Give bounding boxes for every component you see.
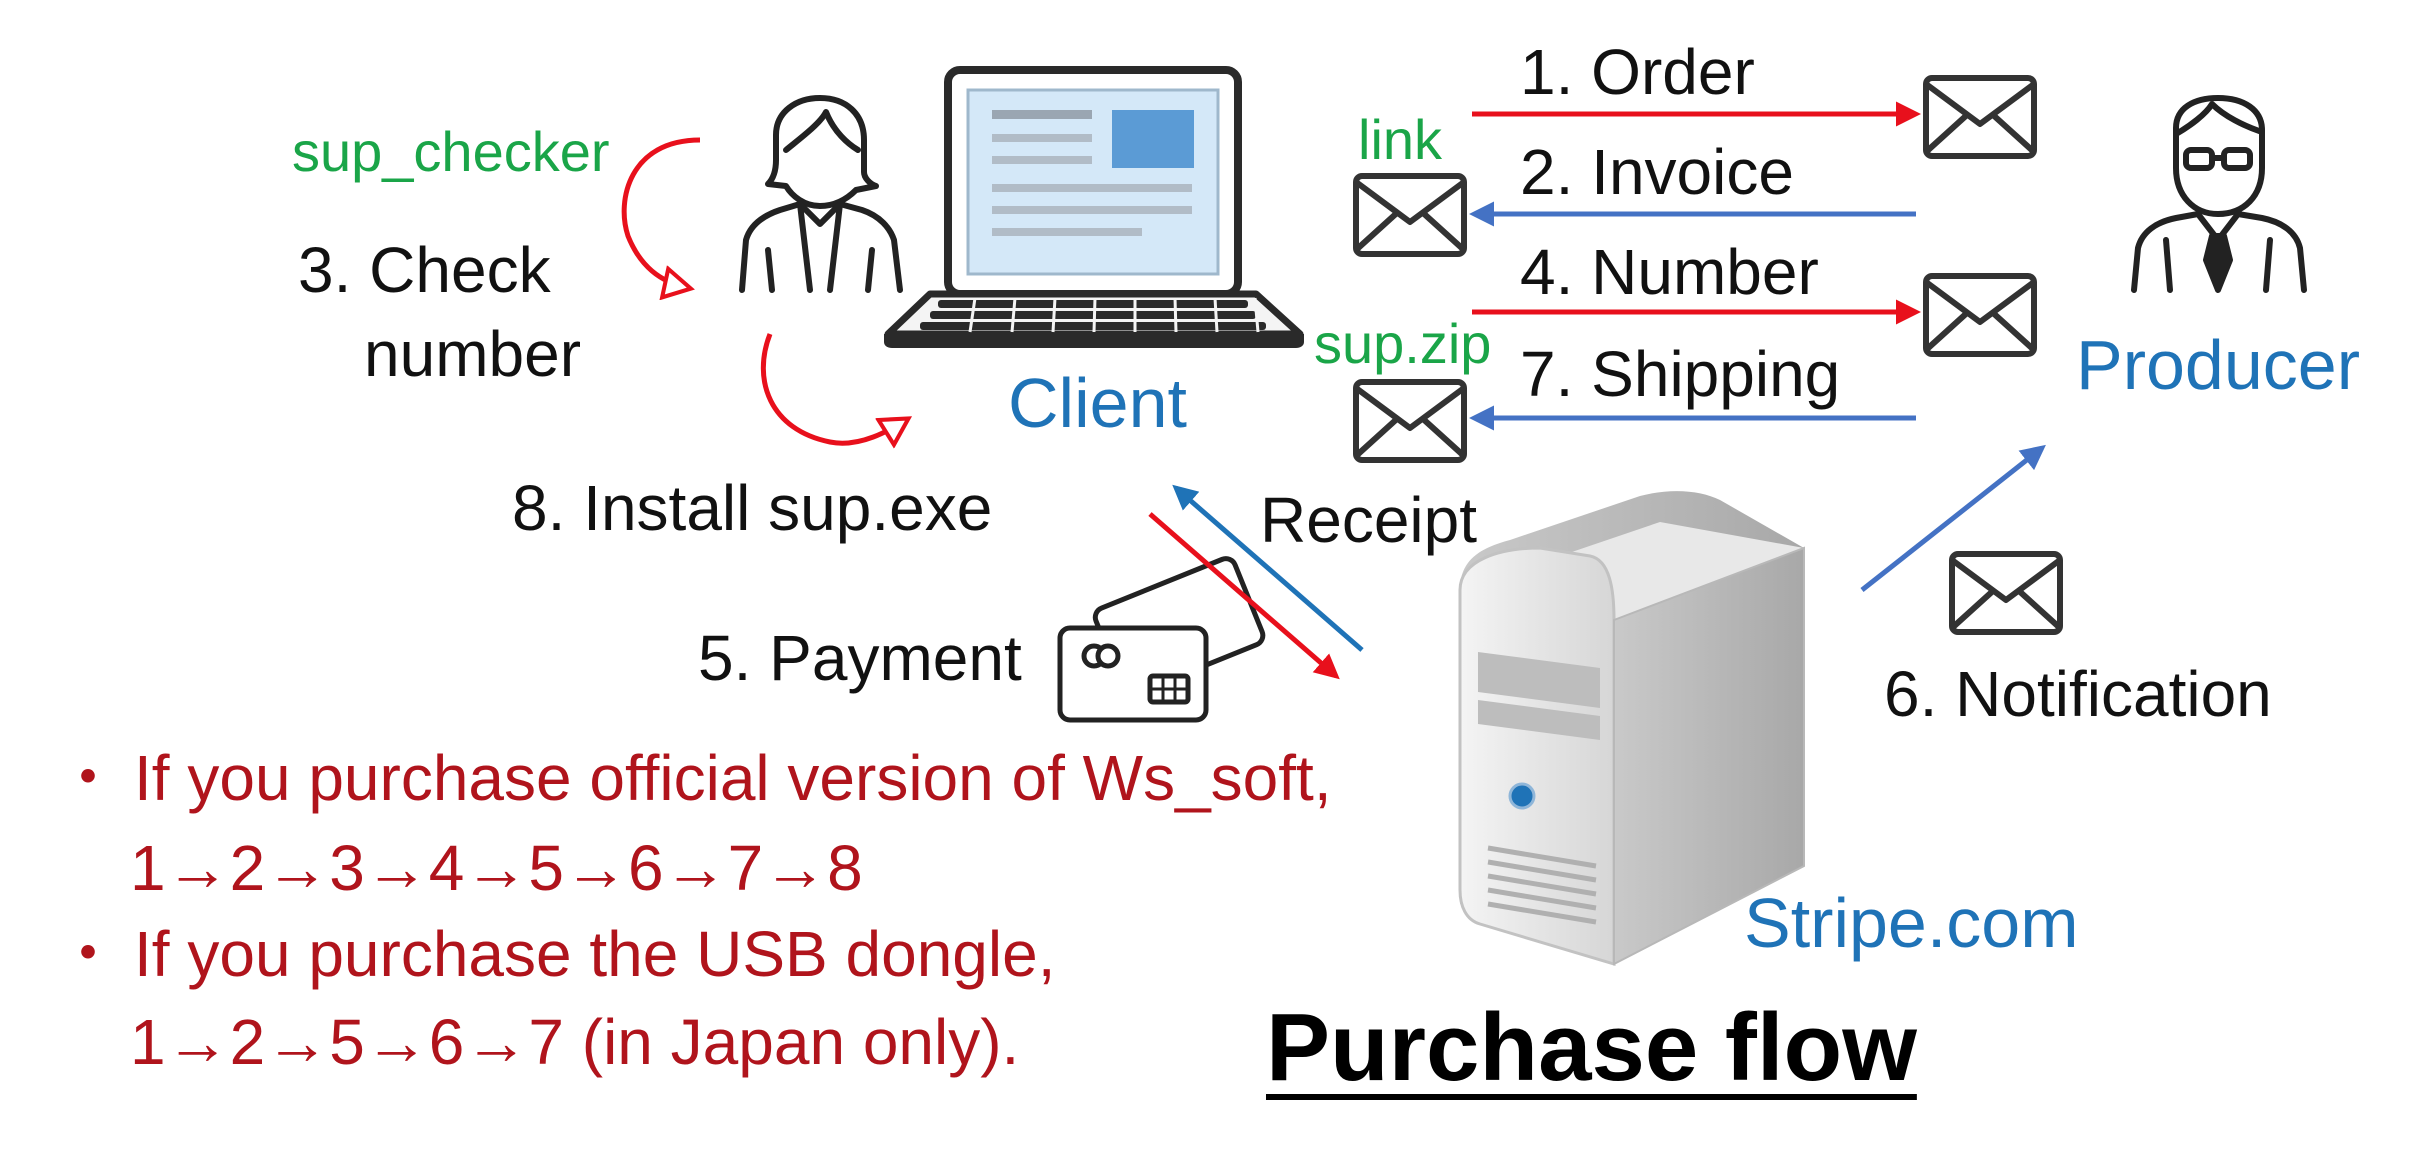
laptop-icon (884, 66, 1304, 348)
note-official-sequence: 1→2→3→4→5→6→7→8 (130, 832, 863, 904)
producer-label: Producer (2076, 326, 2361, 404)
note-dongle-sequence: 1→2→5→6→7 (in Japan only). (130, 1006, 1020, 1078)
client-label: Client (1008, 364, 1187, 442)
server-icon (1458, 491, 1805, 967)
invoice-label: 2. Invoice (1520, 136, 1794, 208)
install-arrow (760, 333, 906, 443)
person-male-icon (2131, 95, 2307, 293)
check-label-line2: number (364, 318, 581, 390)
install-label: 8. Install sup.exe (512, 472, 993, 544)
check-label: 3. Check (298, 234, 551, 306)
check-number-arrow (621, 137, 701, 288)
notification-arrow (1860, 444, 2046, 592)
server-label: Stripe.com (1744, 884, 2079, 962)
envelope-icon (1353, 379, 1467, 463)
order-label: 1. Order (1520, 36, 1755, 108)
sup-checker-label: sup_checker (292, 120, 610, 183)
receipt-label: Receipt (1260, 484, 1477, 556)
receipt-arrow (1172, 484, 1364, 652)
note-bullet-2: ・ (56, 918, 120, 990)
payment-label: 5. Payment (698, 622, 1022, 694)
note-dongle: If you purchase the USB dongle, (134, 918, 1056, 990)
envelope-icon (1923, 75, 2037, 159)
envelope-icon (1949, 551, 2063, 635)
sup-zip-label: sup.zip (1314, 312, 1492, 375)
envelope-icon (1353, 173, 1467, 257)
envelope-icon (1923, 273, 2037, 357)
link-label: link (1358, 108, 1443, 171)
person-female-icon (739, 95, 903, 293)
credit-card-icon (1057, 556, 1266, 723)
payment-arrow (1148, 512, 1340, 680)
page-title: Purchase flow (1266, 994, 1917, 1101)
notification-label: 6. Notification (1884, 658, 2272, 730)
note-official: If you purchase official version of Ws_s… (134, 742, 1332, 814)
note-bullet-1: ・ (56, 742, 120, 814)
shipping-label: 7. Shipping (1520, 338, 1841, 410)
number-label: 4. Number (1520, 236, 1819, 308)
